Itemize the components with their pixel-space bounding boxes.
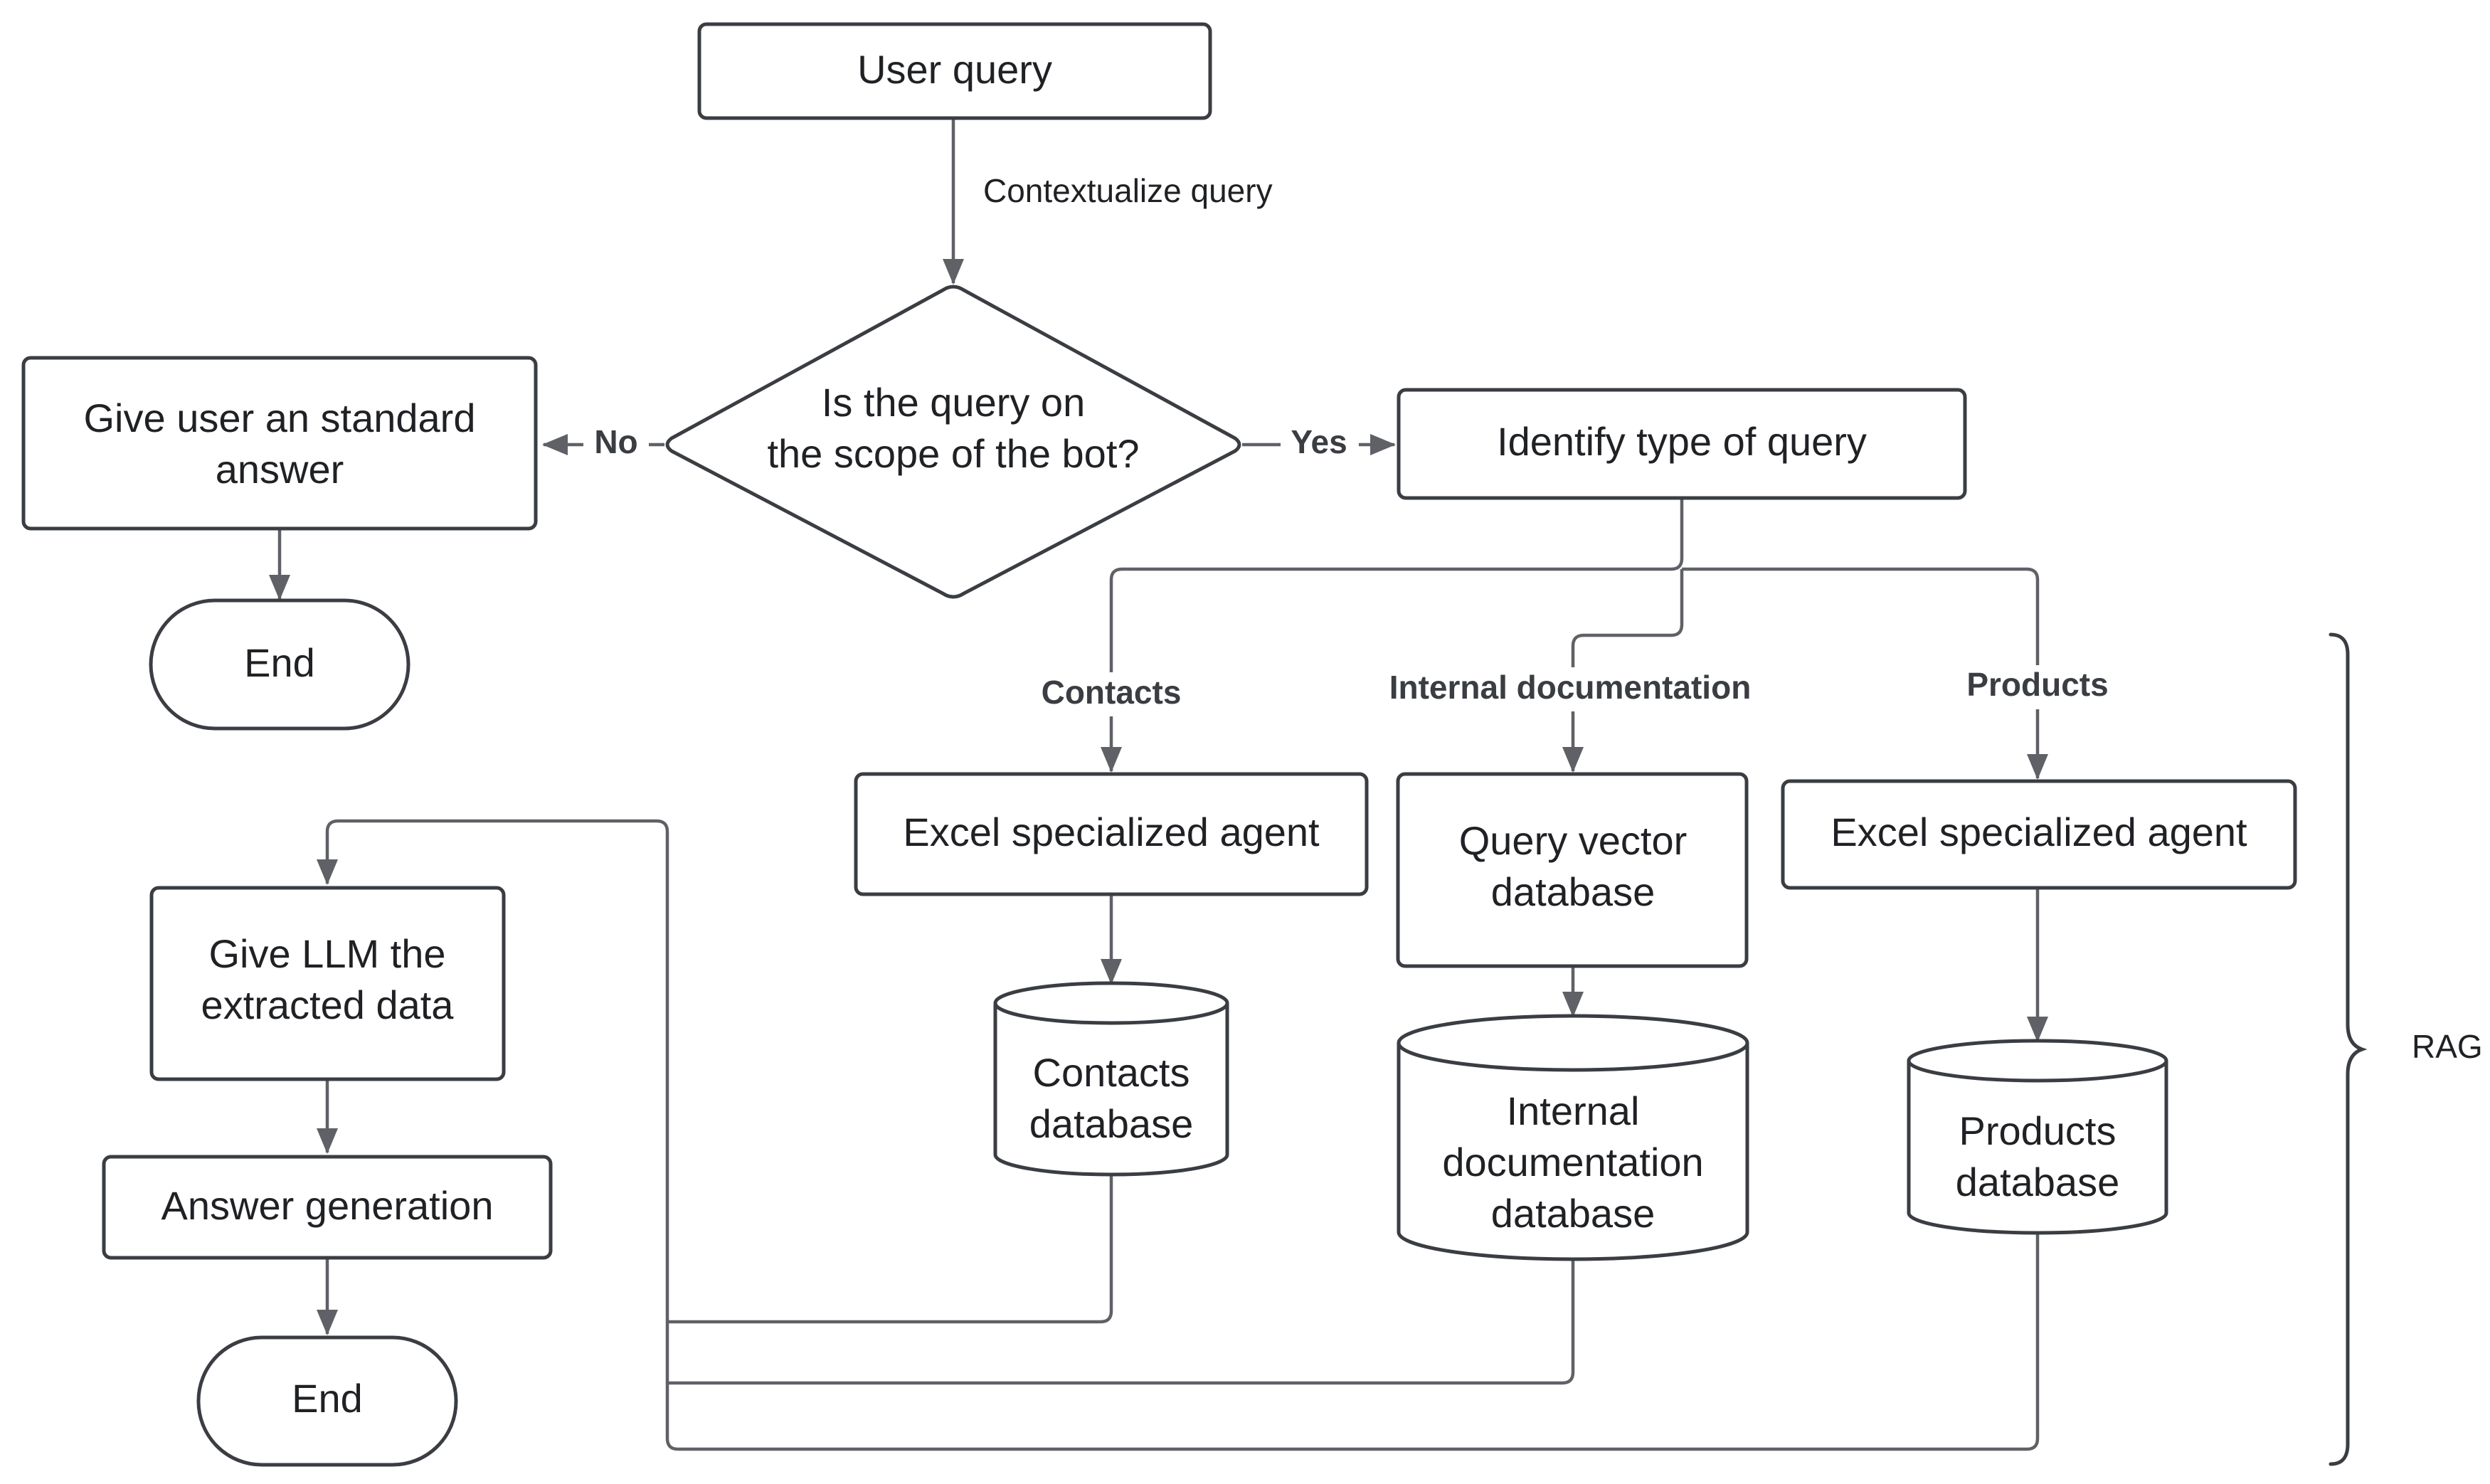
node-query-vector: Query vector database [1396, 772, 1749, 968]
node-products-db: Products database [1907, 1039, 2168, 1235]
edge-labels: Contextualize query No Yes Contacts Inte… [583, 169, 2126, 716]
node-scope-decision-line-2: the scope of the bot? [767, 431, 1139, 476]
edge-label-products: Products [1966, 666, 2108, 703]
node-identify-type: Identify type of query [1397, 388, 1967, 500]
node-standard-answer: Give user an standard answer [21, 356, 538, 531]
edge-identify-to-query-vector [1562, 569, 1684, 773]
node-products-db-line-2: database [1956, 1160, 2119, 1204]
edge-products-db-return [317, 819, 2040, 1451]
connectors [269, 118, 2048, 1451]
node-products-db-line-1: Products [1959, 1108, 2116, 1153]
node-answer-generation: Answer generation [102, 1155, 553, 1260]
node-end-bottom: End [196, 1335, 458, 1467]
edge-label-contacts: Contacts [1042, 674, 1182, 711]
node-query-vector-line-1: Query vector [1459, 818, 1688, 863]
node-scope-decision: Is the query on the scope of the bot? [665, 285, 1241, 599]
node-give-llm-line-2: extracted data [201, 982, 455, 1027]
node-query-vector-line-2: database [1491, 869, 1655, 914]
edge-label-no: No [594, 423, 637, 460]
edge-label-internal-documentation: Internal documentation [1389, 669, 1752, 706]
node-give-llm: Give LLM the extracted data [149, 886, 506, 1081]
node-internal-db-line-1: Internal [1507, 1088, 1640, 1133]
node-internal-db: Internal documentation database [1397, 1014, 1749, 1261]
node-user-query-label: User query [857, 47, 1052, 92]
node-contacts-db: Contacts database [993, 981, 1229, 1177]
edge-identify-to-products-agent [1682, 567, 2048, 780]
node-contacts-db-line-2: database [1029, 1101, 1193, 1146]
edge-contacts-db-return [669, 1175, 1113, 1324]
node-standard-answer-line-2: answer [216, 447, 344, 492]
edge-identify-to-contacts-agent [1101, 498, 1684, 773]
edge-label-contextualize: Contextualize query [983, 172, 1273, 209]
node-scope-decision-line-1: Is the query on [822, 380, 1085, 425]
node-give-llm-line-1: Give LLM the [208, 931, 445, 976]
node-end-top-label: End [244, 640, 315, 685]
edge-internal-db-return [669, 1259, 1575, 1385]
rag-brace: RAG [2329, 632, 2483, 1466]
node-user-query: User query [697, 22, 1212, 120]
node-internal-db-line-2: documentation [1442, 1140, 1703, 1184]
node-end-bottom-label: End [292, 1376, 363, 1421]
node-identify-type-label: Identify type of query [1497, 419, 1867, 464]
node-internal-db-line-3: database [1491, 1191, 1655, 1236]
node-contacts-agent-label: Excel specialized agent [903, 810, 1320, 854]
rag-label: RAG [2412, 1028, 2483, 1065]
node-answer-generation-label: Answer generation [161, 1183, 494, 1228]
node-contacts-db-line-1: Contacts [1033, 1050, 1190, 1095]
node-end-top: End [149, 598, 410, 731]
node-standard-answer-line-1: Give user an standard [84, 396, 476, 440]
node-products-agent: Excel specialized agent [1781, 779, 2297, 890]
edge-label-yes: Yes [1291, 423, 1347, 460]
node-products-agent-label: Excel specialized agent [1831, 810, 2247, 854]
node-contacts-agent: Excel specialized agent [854, 772, 1369, 896]
